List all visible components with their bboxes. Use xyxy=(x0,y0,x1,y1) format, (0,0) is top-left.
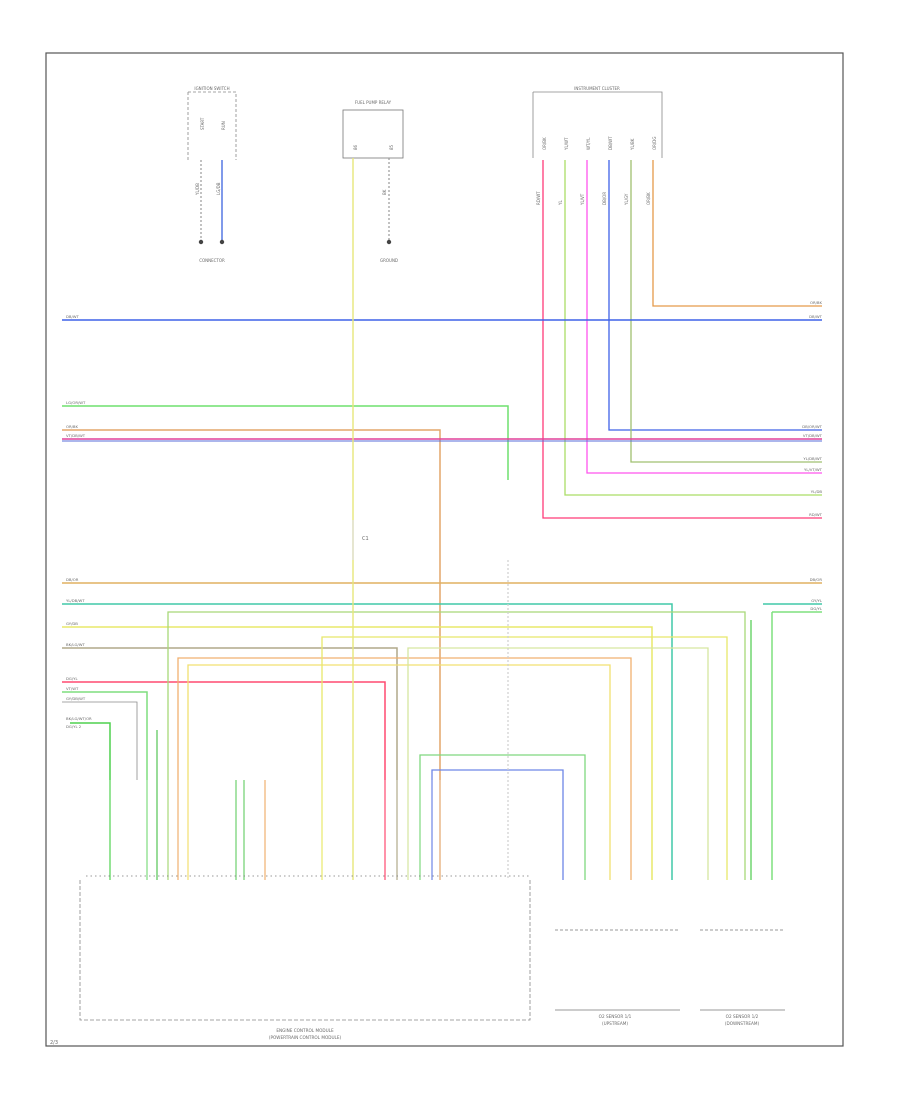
ecm-side-stubs xyxy=(109,560,509,880)
left-label-5: DB/OR xyxy=(66,577,79,582)
right-label-5: YL/DB/WT xyxy=(803,456,822,461)
cluster-pin-6: OR/DG xyxy=(652,137,657,150)
sensor-1-2-title: O2 SENSOR 1/2 xyxy=(726,1014,759,1019)
relay-ground-label: GROUND xyxy=(380,258,398,263)
ignition-switch-title: IGNITION SWITCH xyxy=(194,86,229,91)
ignition-ground-label: CONNECTOR xyxy=(199,258,225,263)
left-label-7: GY/DB xyxy=(66,621,78,626)
ignition-pin-start: START xyxy=(200,117,205,130)
left-label-11: GY/DB/WT xyxy=(66,696,86,701)
instrument-cluster: INSTRUMENT CLUSTER OR/BK YL/WT WT/YL DB/… xyxy=(532,86,663,206)
left-label-6: YL/DB/WT xyxy=(66,598,85,603)
sensor-1-2-subtitle: (DOWNSTREAM) xyxy=(725,1021,760,1026)
cluster-title: INSTRUMENT CLUSTER xyxy=(574,86,620,91)
left-label-9: DG/YL xyxy=(66,676,78,681)
cluster-wire-5: YL/GY xyxy=(624,193,629,206)
cluster-pin-4: DB/WT xyxy=(608,136,613,150)
right-label-10: GY/YL xyxy=(811,598,823,603)
left-label-3: OR/BK xyxy=(66,424,79,429)
relay-title: FUEL PUMP RELAY xyxy=(355,100,392,105)
o2-sensor-upstream: O2 SENSOR 1/1 (UPSTREAM) xyxy=(555,929,680,1026)
left-label-10: VT/WT xyxy=(66,686,79,691)
relay-wire-bk: BK xyxy=(382,189,387,195)
cluster-pin-5: YL/BK xyxy=(630,138,635,151)
right-label-8: RD/WT xyxy=(809,512,823,517)
left-label-13: DG/YL 2 xyxy=(66,724,82,729)
ignition-switch: IGNITION SWITCH START RUN YL/DB LG/DB CO… xyxy=(187,86,237,263)
cluster-wire-6: OR/BK xyxy=(646,192,651,205)
right-label-6: YL/VT/WT xyxy=(804,467,823,472)
left-label-12: BK/LG/WT/OR xyxy=(66,716,92,721)
frame-label: 2/3 xyxy=(50,1040,58,1046)
lower-buses xyxy=(62,582,822,880)
right-label-2: DB/WT xyxy=(809,314,823,319)
relay-to-ecm-wire: C1 xyxy=(352,158,369,880)
right-label-1: OR/BK xyxy=(810,300,823,305)
right-label-9: DB/OR xyxy=(810,577,823,582)
ecm-subtitle: (POWERTRAIN CONTROL MODULE) xyxy=(269,1035,342,1040)
o2-sensor-downstream: O2 SENSOR 1/2 (DOWNSTREAM) xyxy=(700,929,785,1026)
cluster-wire-2: YL xyxy=(558,200,563,206)
ignition-wire-2: LG/DB xyxy=(216,182,221,195)
ecm-title: ENGINE CONTROL MODULE xyxy=(276,1028,334,1033)
upper-buses xyxy=(62,319,822,780)
cluster-wire-4: DB/OR xyxy=(602,192,607,205)
cluster-wire-3: YL/VT xyxy=(580,193,585,206)
left-label-4: VT/DB/WT xyxy=(66,433,86,438)
sensor-feed-wires xyxy=(167,611,752,880)
right-label-11: DG/YL xyxy=(810,606,822,611)
cluster-wires xyxy=(542,160,822,519)
left-label-1: DB/WT xyxy=(66,314,80,319)
left-label-2: LG/OR/WT xyxy=(66,400,86,405)
cluster-pin-2: YL/WT xyxy=(564,137,569,151)
fuel-pump-relay: FUEL PUMP RELAY 86 85 BK GROUND xyxy=(342,100,404,263)
right-label-7: YL/DB xyxy=(811,489,823,494)
engine-control-module: ENGINE CONTROL MODULE (POWERTRAIN CONTRO… xyxy=(79,875,531,1040)
relay-pin-86: 86 xyxy=(353,144,358,150)
ignition-wire-1: YL/DB xyxy=(195,183,200,196)
left-label-8: BK/LG/WT xyxy=(66,642,85,647)
sensor-1-1-subtitle: (UPSTREAM) xyxy=(602,1021,628,1026)
right-label-4: VT/DB/WT xyxy=(803,433,823,438)
cluster-pin-1: OR/BK xyxy=(542,137,547,150)
right-label-3: DB/OR/WT xyxy=(802,424,822,429)
relay-pin-85: 85 xyxy=(389,144,394,150)
ignition-pin-run: RUN xyxy=(221,121,226,130)
cluster-pin-3: WT/YL xyxy=(586,137,591,150)
inline-connector-label: C1 xyxy=(362,536,369,542)
sensor-1-1-title: O2 SENSOR 1/1 xyxy=(599,1014,632,1019)
cluster-wire-1: RD/WT xyxy=(536,191,541,205)
right-bus-labels: OR/BK DB/WT DB/OR/WT VT/DB/WT YL/DB/WT Y… xyxy=(802,300,823,611)
left-bus-labels: DB/WT LG/OR/WT OR/BK VT/DB/WT DB/OR YL/D… xyxy=(66,314,92,729)
diagram-frame xyxy=(45,52,844,1047)
